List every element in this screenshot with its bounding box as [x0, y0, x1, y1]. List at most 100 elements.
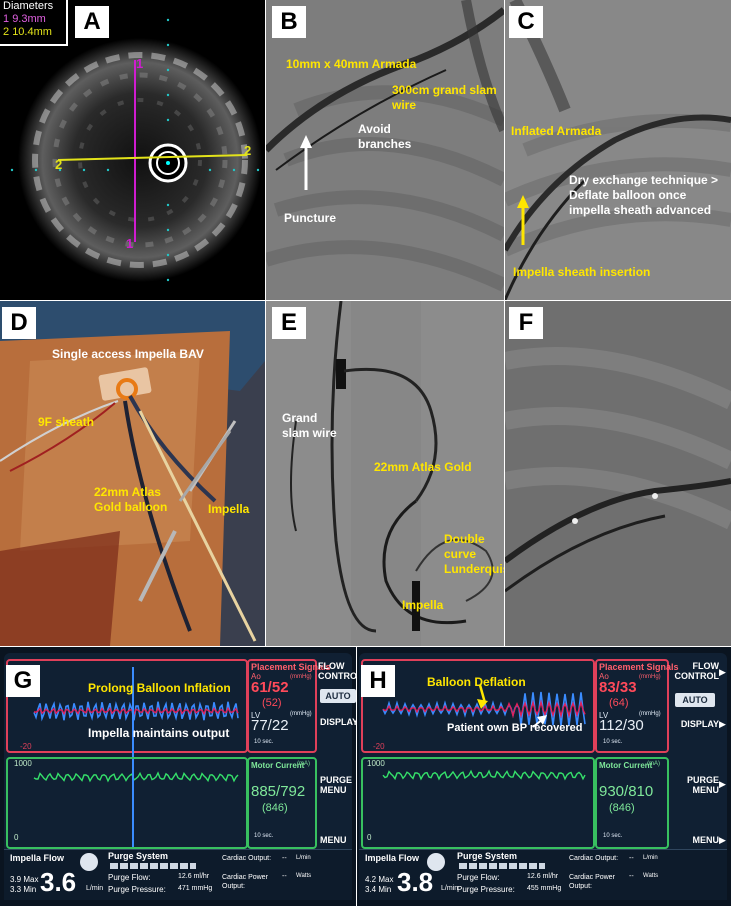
lv-waveform [33, 700, 239, 722]
annot-bp-recovered: Patient own BP recovered [447, 722, 583, 734]
cardiac-output-label: Cardiac Output: [222, 855, 272, 862]
menu-chevron-icon: ▶ [719, 835, 726, 845]
display-button[interactable]: DISPLAY [320, 717, 356, 727]
display-chevron-icon: ▶ [719, 719, 726, 729]
purge-progress-bar [110, 863, 196, 869]
purge-flow-label: Purge Flow: [108, 873, 151, 882]
purge-menu-button-h[interactable]: PURGE MENU [686, 775, 719, 795]
purge-menu-button[interactable]: PURGE MENU [320, 775, 353, 795]
panel-label-a: A [75, 6, 109, 38]
lv-unit-h: (mmHg) [639, 711, 661, 717]
purge-pressure-value-h: 455 mmHg [527, 885, 562, 892]
panel-b-fluoroscopy: 10mm x 40mm Armada 300cm grand slam wire… [266, 0, 504, 300]
cardiac-output-unit-h: L/min [643, 855, 658, 861]
lv-unit: (mmHg) [290, 711, 312, 717]
fluoro-f-image [505, 347, 731, 593]
ao-waveform-h [382, 699, 586, 719]
procedure-photo [0, 301, 265, 646]
ivus-image [10, 18, 262, 282]
placement-signals-box [247, 659, 317, 753]
ao-mean: (52) [262, 697, 282, 709]
waveforms-h [382, 684, 586, 781]
cardiac-power-label: Cardiac Power Output: [222, 874, 268, 890]
annot-impella-output: Impella maintains output [88, 726, 230, 740]
lv-label-h: LV [599, 711, 609, 720]
flow-control-button[interactable]: FLOW CONTROL [318, 661, 356, 681]
monitor-h: Balloon Deflation Patient own BP recover… [357, 647, 731, 906]
auto-button[interactable]: AUTO [320, 689, 356, 703]
marker-2-left: 2 [55, 157, 63, 172]
display-button-h[interactable]: DISPLAY [680, 719, 719, 729]
purge-flow-label-h: Purge Flow: [457, 873, 500, 882]
ao-waveform [33, 706, 239, 716]
menu-button[interactable]: MENU [320, 835, 347, 845]
pressure-waveform-box-h [361, 659, 595, 753]
annot-double-curve: Double curve Lunderquist [444, 532, 504, 576]
annot-sheath-insertion: Impella sheath insertion [513, 265, 651, 279]
panel-f-fluoroscopy: F [505, 301, 731, 646]
annot-prolong-inflation: Prolong Balloon Inflation [88, 681, 231, 695]
deflation-arrow [477, 699, 488, 709]
annot-single-access: Single access Impella BAV [52, 347, 204, 361]
lv-value-h: 112/30 [599, 717, 644, 734]
panel-label-c: C [509, 6, 543, 38]
motor-waveform-box [6, 757, 248, 849]
flow-big-value-h: 3.8 [397, 867, 434, 897]
motor-unit-h: (mA) [647, 761, 660, 767]
lv-label: LV [251, 711, 261, 720]
pressure-scale-label: -20 [20, 742, 32, 751]
flow-max: 3.9 Max [10, 875, 39, 884]
panel-a-ivus: Diameters 1 9.3mm 2 10.4mm 1 1 2 2 A [0, 0, 265, 300]
time-scale-pressure: 10 sec. [254, 739, 274, 745]
lv-value: 77/22 [251, 717, 289, 734]
panel-label-g: G [6, 665, 40, 697]
marker-2-right: 2 [244, 143, 252, 158]
motor-scale-top: 1000 [14, 759, 32, 768]
motor-scale-bottom: 0 [14, 833, 19, 842]
ao-label-h: Ao [599, 672, 609, 681]
impella-flow-label: Impella Flow [10, 853, 65, 863]
flow-min-h: 3.4 Min [365, 885, 392, 894]
cardiac-power-value: -- [282, 873, 287, 880]
diameter-2-value: 10.4mm [12, 26, 52, 38]
menu-button-h[interactable]: MENU [692, 835, 720, 845]
annot-inflated-armada: Inflated Armada [511, 124, 602, 138]
time-scale-motor-h: 10 sec. [603, 833, 623, 839]
purge-progress-bar-h [459, 863, 545, 869]
fluoro-e-image [290, 301, 494, 646]
annot-armada: 10mm x 40mm Armada [286, 57, 417, 71]
motor-title-h: Motor Current [599, 761, 653, 770]
annot-wire: 300cm grand slam wire [392, 83, 497, 112]
monitor-g: Prolong Balloon Inflation Impella mainta… [0, 647, 356, 906]
auto-button-h[interactable]: AUTO [675, 693, 715, 707]
motor-title: Motor Current [251, 761, 305, 770]
purge-system-label: Purge System [108, 851, 169, 861]
panel-c-fluoroscopy: Inflated Armada Dry exchange technique >… [505, 0, 731, 300]
purge-system-label-h: Purge System [457, 851, 518, 861]
motor-waveform-box-h [361, 757, 595, 849]
annot-avoid-branches: Avoid branches [358, 122, 412, 151]
time-scale-pressure-h: 10 sec. [603, 739, 623, 745]
purge-pressure-label-h: Purge Pressure: [457, 885, 515, 894]
flow-control-button-h[interactable]: FLOW CONTROL [674, 661, 720, 681]
annot-dry-exchange: Dry exchange technique > Deflate balloon… [569, 173, 719, 217]
flow-big-value: 3.6 [40, 867, 77, 897]
status-bar-h [359, 849, 727, 900]
flow-min: 3.3 Min [10, 885, 37, 894]
motor-mean-h: (846) [609, 802, 635, 814]
ao-mean-h: (64) [609, 697, 629, 709]
diameters-legend: Diameters 1 9.3mm 2 10.4mm [0, 0, 68, 46]
annot-impella: Impella [208, 502, 250, 516]
placement-signals-box-h [595, 659, 669, 753]
motor-mean: (846) [262, 802, 288, 814]
fluoro-c-image [505, 0, 731, 300]
annot-grand-slam: Grand slam wire [282, 411, 337, 440]
marker-1-top: 1 [136, 56, 144, 71]
ao-unit-h: (mmHg) [639, 674, 661, 680]
motor-current-box-h [595, 757, 669, 849]
cardiac-output-label-h: Cardiac Output: [569, 855, 619, 862]
diameters-title: Diameters [3, 0, 54, 12]
cardiac-output-unit: L/min [296, 855, 311, 861]
cardiac-power-unit: Watts [296, 873, 312, 879]
legend-2-index: 2 [3, 26, 10, 38]
